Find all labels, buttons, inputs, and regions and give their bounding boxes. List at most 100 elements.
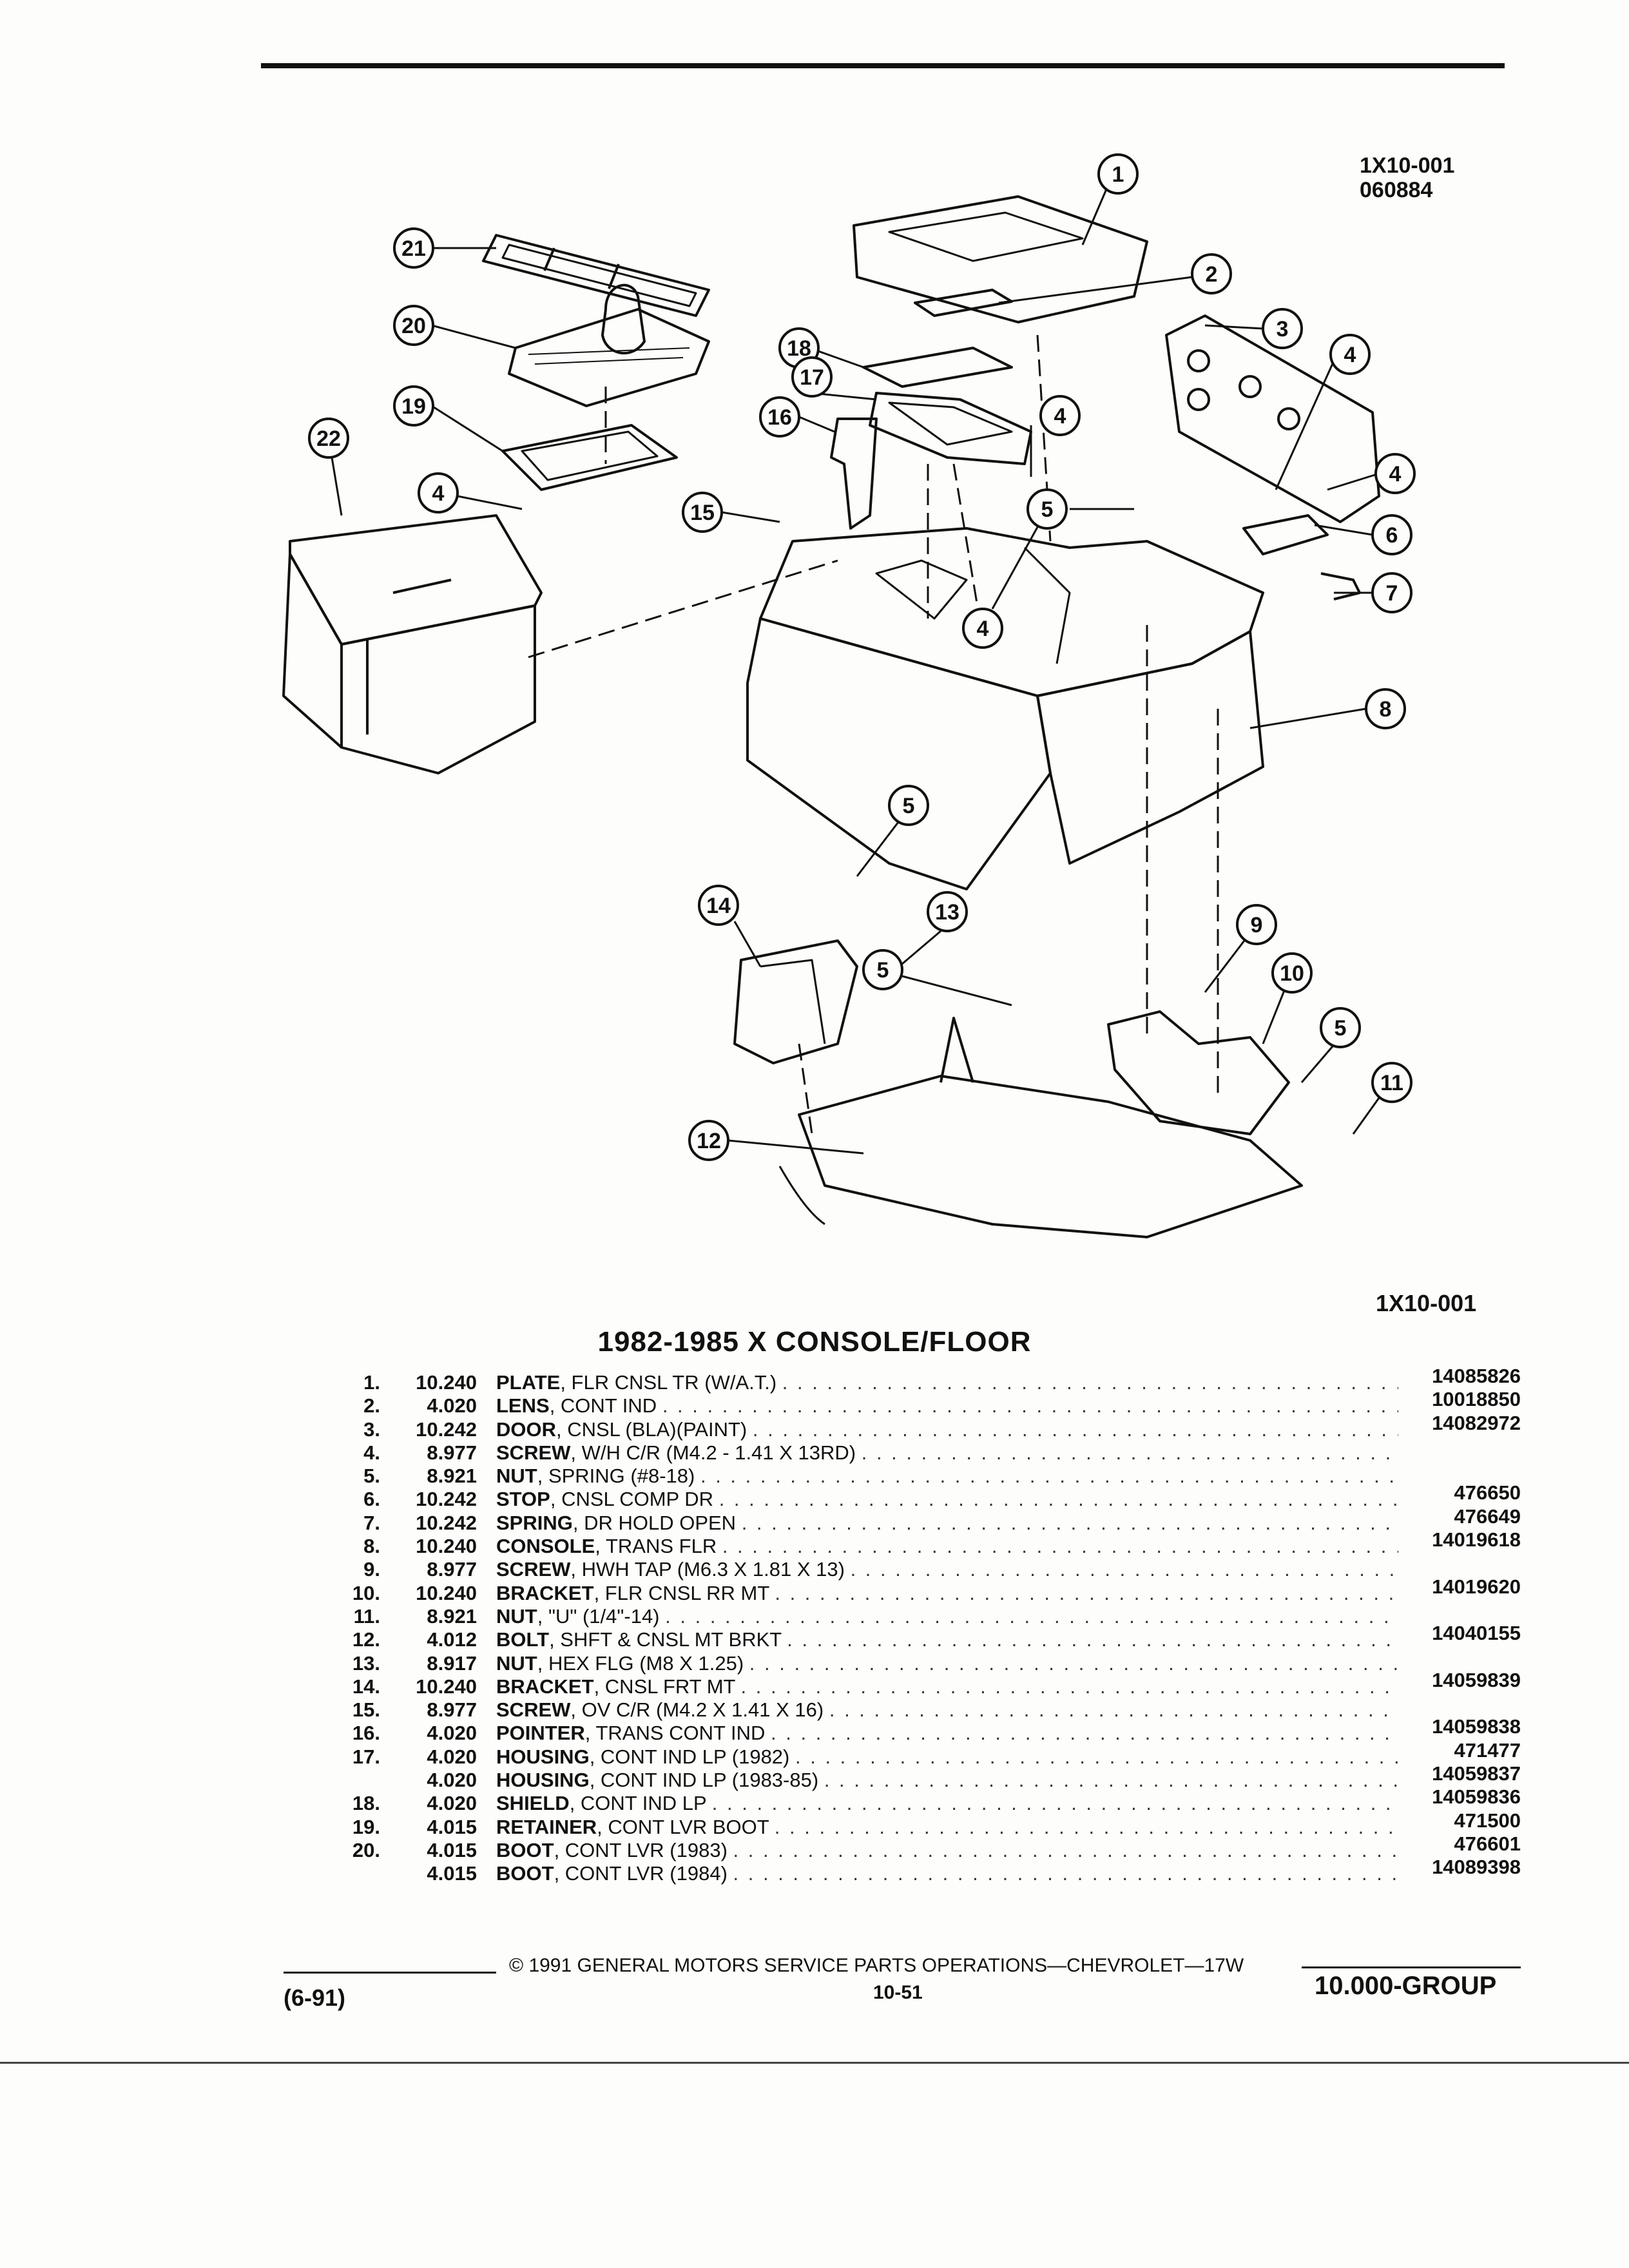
part-3-door <box>1165 314 1380 523</box>
callout-13: 13 <box>927 891 968 932</box>
part-detail: , CONT IND LP <box>569 1792 707 1815</box>
svg-text:9: 9 <box>1251 913 1263 937</box>
top-rule <box>261 63 1505 68</box>
part-number: 476649 <box>1454 1504 1521 1528</box>
callout-14: 14 <box>698 885 739 926</box>
item-number: 11. <box>353 1604 380 1628</box>
part-detail: , "U" (1/4"-14) <box>537 1604 660 1628</box>
svg-text:11: 11 <box>1380 1071 1403 1095</box>
leader-dots: . . . . . . . . . . . . . . . . . . . . … <box>749 1651 1398 1675</box>
part-name: SHIELD <box>496 1792 570 1815</box>
part-description: SCREW, HWH TAP (M6.3 X 1.81 X 13) . . . … <box>496 1558 1398 1581</box>
part-description: STOP, CNSL COMP DR . . . . . . . . . . .… <box>496 1488 1398 1511</box>
part-number: 14059838 <box>1432 1715 1521 1738</box>
part-number: 14059836 <box>1432 1785 1521 1809</box>
group-number: 10.240 <box>416 1371 477 1394</box>
svg-text:13: 13 <box>935 900 959 925</box>
svg-text:22: 22 <box>316 427 341 451</box>
part-name: PLATE <box>496 1371 561 1394</box>
part-detail: , CONT IND LP (1982) <box>589 1745 790 1768</box>
svg-text:8: 8 <box>1380 697 1392 722</box>
item-number: 16. <box>352 1722 380 1745</box>
leader-dots: . . . . . . . . . . . . . . . . . . . . … <box>787 1628 1398 1651</box>
part-description: SCREW, OV C/R (M4.2 X 1.41 X 16) . . . .… <box>496 1698 1398 1722</box>
svg-text:4: 4 <box>977 617 989 641</box>
leader-dots: . . . . . . . . . . . . . . . . . . . . … <box>722 1535 1398 1558</box>
callout-4d: 4 <box>1374 453 1416 494</box>
item-number: 20. <box>352 1838 380 1861</box>
part-name: NUT <box>496 1651 537 1675</box>
item-number: 15. <box>352 1698 380 1722</box>
group-number: 8.977 <box>427 1441 477 1464</box>
group-number: 4.020 <box>427 1769 477 1792</box>
group-number: 10.242 <box>416 1511 477 1534</box>
group-number: 4.020 <box>427 1722 477 1745</box>
group-number: 8.921 <box>427 1465 477 1488</box>
part-2-lens <box>914 289 1013 317</box>
item-number: 18. <box>352 1792 380 1815</box>
item-number: 2. <box>363 1394 380 1418</box>
item-number: 12. <box>352 1628 380 1651</box>
part-detail: , SHFT & CNSL MT BRKT <box>549 1628 782 1651</box>
part-detail: , HWH TAP (M6.3 X 1.81 X 13) <box>570 1558 845 1581</box>
item-number: 17. <box>352 1745 380 1768</box>
svg-text:17: 17 <box>800 365 824 390</box>
group-number: 10.242 <box>416 1418 477 1441</box>
group-number: 8.917 <box>427 1651 477 1675</box>
svg-text:4: 4 <box>1389 462 1402 486</box>
leader-dots: . . . . . . . . . . . . . . . . . . . . … <box>741 1511 1398 1534</box>
part-10-bracket <box>1107 1010 1290 1135</box>
svg-text:5: 5 <box>903 794 915 818</box>
part-7-spring <box>1320 572 1361 601</box>
leader-dots: . . . . . . . . . . . . . . . . . . . . … <box>824 1769 1398 1792</box>
item-number: 13. <box>352 1651 380 1675</box>
group-number: 4.012 <box>427 1628 477 1651</box>
leader-dots: . . . . . . . . . . . . . . . . . . . . … <box>662 1394 1398 1418</box>
svg-text:3: 3 <box>1277 317 1289 341</box>
leader-dots: . . . . . . . . . . . . . . . . . . . . … <box>829 1698 1398 1722</box>
part-21-lid <box>482 234 710 317</box>
item-number: 6. <box>363 1488 380 1511</box>
part-name: SPRING <box>496 1511 573 1534</box>
part-8-console <box>746 527 1264 890</box>
part-description: NUT, "U" (1/4"-14) . . . . . . . . . . .… <box>496 1605 1398 1628</box>
part-16-pointer <box>830 418 878 530</box>
leader-dots: . . . . . . . . . . . . . . . . . . . . … <box>782 1371 1398 1394</box>
callout-17: 17 <box>791 356 833 398</box>
part-description: SHIELD, CONT IND LP . . . . . . . . . . … <box>496 1792 1398 1815</box>
part-number: 14059839 <box>1432 1668 1521 1691</box>
part-description: BRACKET, FLR CNSL RR MT . . . . . . . . … <box>496 1582 1398 1605</box>
part-number: 476650 <box>1454 1481 1521 1504</box>
part-name: LENS <box>496 1394 550 1418</box>
item-number: 14. <box>352 1675 380 1698</box>
leader-dots: . . . . . . . . . . . . . . . . . . . . … <box>711 1792 1398 1815</box>
part-number: 14019618 <box>1432 1528 1521 1552</box>
leader-dots: . . . . . . . . . . . . . . . . . . . . … <box>700 1465 1398 1488</box>
callout-1: 1 <box>1097 153 1139 195</box>
part-name: POINTER <box>496 1722 585 1745</box>
floor-pan <box>778 1017 1303 1238</box>
part-detail: , TRANS CONT IND <box>584 1722 766 1745</box>
svg-text:1: 1 <box>1112 162 1124 187</box>
item-number: 1. <box>363 1371 380 1394</box>
svg-text:15: 15 <box>690 501 715 525</box>
diagram-caption: 1X10-001 <box>1376 1290 1477 1316</box>
callout-12: 12 <box>688 1120 729 1161</box>
part-number: 14059837 <box>1432 1762 1521 1785</box>
part-name: CONSOLE <box>496 1535 595 1558</box>
callout-10: 10 <box>1271 952 1313 994</box>
part-19-retainer <box>501 424 678 491</box>
group-number: 4.015 <box>427 1838 477 1861</box>
part-description: PLATE, FLR CNSL TR (W/A.T.) . . . . . . … <box>496 1371 1398 1394</box>
callout-4a: 4 <box>418 472 459 514</box>
part-detail: , CONT IND LP (1983-85) <box>589 1769 819 1792</box>
part-name: STOP <box>496 1488 550 1511</box>
